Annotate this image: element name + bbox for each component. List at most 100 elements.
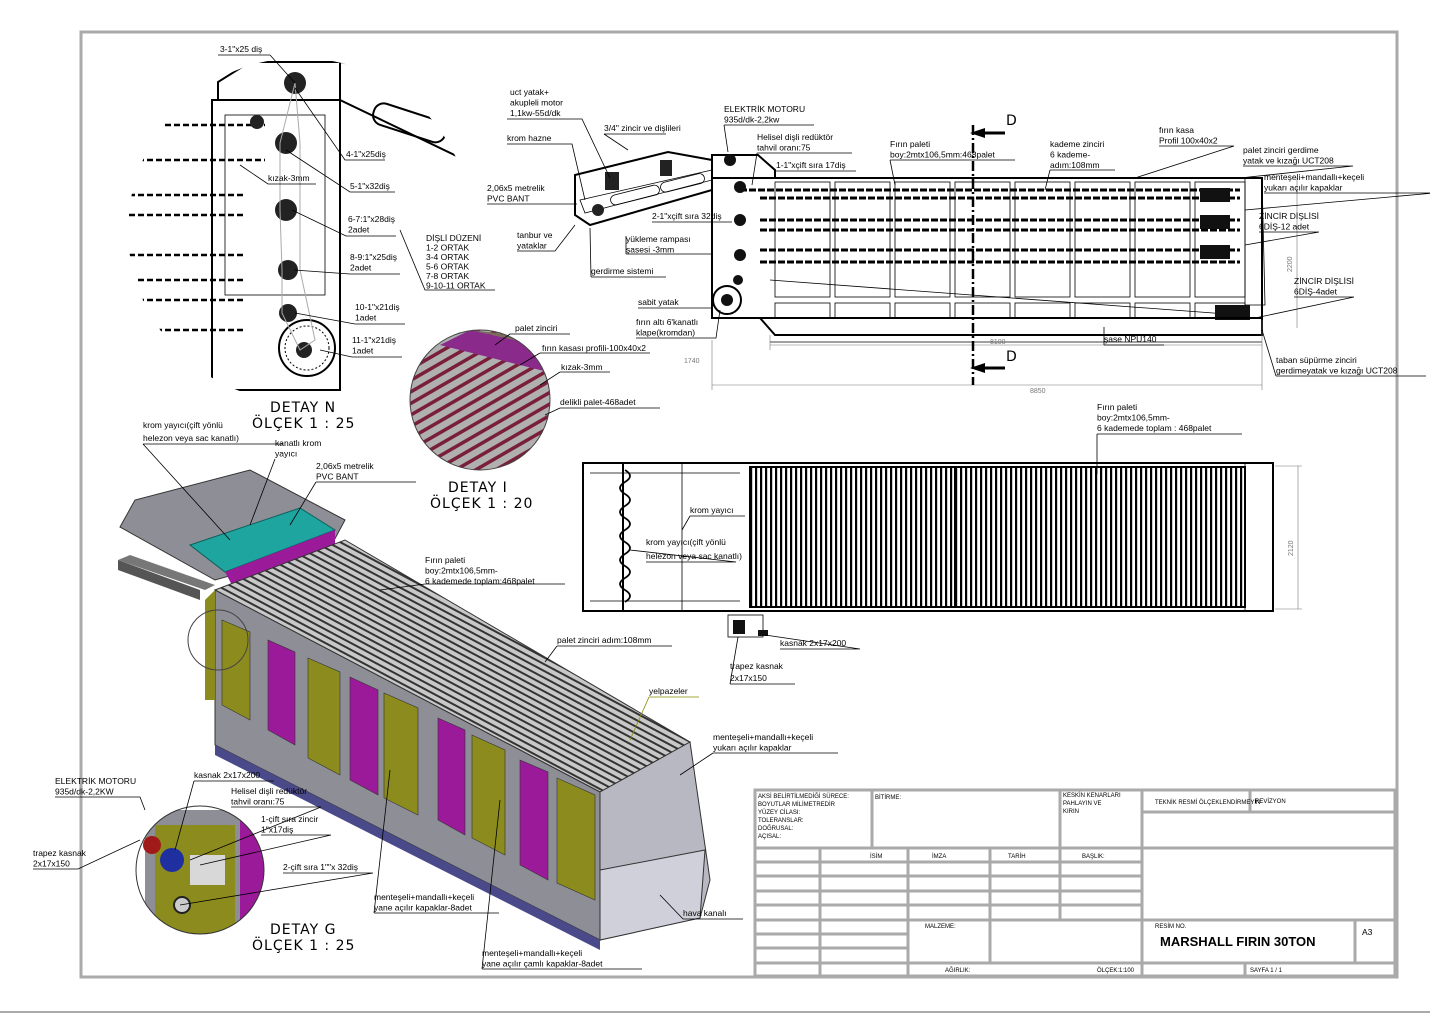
iso-view-kapak-yan-label: yane açılır kapaklar-8adet [374, 903, 472, 913]
side-view-dim-2200-label: 2200 [1287, 256, 1294, 272]
detail-n-g89-label: 2adet [350, 263, 372, 273]
side-view-motor-label: ELEKTRİK MOTORU [724, 104, 805, 114]
detail-g-cift32-label: 2-çift sıra 1""x 32diş [283, 862, 358, 872]
title-block-weight-label: AĞIRLIK: [945, 967, 971, 974]
side-view-drawing [574, 125, 1298, 390]
iso-view-palet-label: 6 kademede toplam:468palet [425, 576, 535, 586]
iso-view-kapak-ust-label: menteşeli+mandallı+keçeli [713, 732, 813, 742]
detail-n-gear-list-label: DİŞLİ DÜZENİ [426, 233, 481, 243]
detail-i-kasa-profili-label: fırın kasası profili-100x40x2 [542, 343, 646, 353]
title-block-notes-label: AKSİ BELİRTİLMEDİĞİ SÜRECE: [758, 793, 849, 800]
detail-i-leaders [494, 333, 660, 416]
detail-i-kizak-label: kızak-3mm [561, 362, 603, 372]
detail-n-gear-list-label: 3-4 ORTAK [426, 252, 469, 262]
side-view-leaders [487, 118, 1430, 377]
detail-n-g10-label: 1adet [355, 313, 377, 323]
plan-view-palet-label: Fırın paleti [1097, 402, 1137, 412]
side-view-motor-label: 935d/dk-2,2kw [724, 115, 780, 125]
iso-view-palet-label: Fırın paleti [425, 555, 465, 565]
title-block-title-label: MARSHALL FIRIN 30TON [1160, 934, 1316, 949]
title-block-headers-3-label: BAŞLIK: [1082, 854, 1105, 860]
title-block-notes-label: YÜZEY CİLASI: [758, 809, 801, 816]
side-view-disli12-label: 6DİŞ-12 adet [1259, 222, 1310, 232]
side-view-kasa-label: Profil 100x40x2 [1159, 136, 1218, 146]
iso-view-leaders [142, 443, 838, 970]
plan-view-trapez-label: 2x17x150 [730, 673, 767, 683]
side-view-palet-label: boy:2mtx106,5mm:468palet [890, 150, 996, 160]
detail-n-g5-label: 5-1"x32diş [350, 181, 390, 191]
side-view-tanbur-label: tanbur ve [517, 230, 553, 240]
detail-n-g67-label: 6-7:1"x28diş [348, 214, 395, 224]
side-view-cift17-label: 1-1"xçift sıra 17diş [776, 160, 846, 170]
detail-g-kasnak-label: kasnak 2x17x200 [194, 770, 260, 780]
title-block-notes-label: TOLERANSLAR: [758, 818, 804, 824]
detail-g-motor-label: 935d/dk-2,2KW [55, 787, 114, 797]
plan-view-drawing [582, 462, 1302, 638]
side-view-dim-1740-label: 1740 [684, 358, 700, 365]
side-view-disli4-label: 6DİŞ-4adet [1294, 287, 1338, 297]
side-view-cift32-label: 2-1"xçift sıra 32diş [652, 211, 722, 221]
side-view-kapak-label: yukarı açılır kapaklar [1264, 183, 1343, 193]
detail-n-drawing [128, 60, 472, 400]
plan-view-trapez-label: trapez kasnak [730, 661, 784, 671]
side-view-sabit-label: sabit yatak [638, 297, 679, 307]
iso-view-kanatli-label: kanatlı krom [275, 438, 321, 448]
title-block-headers-2-label: TARİH [1008, 853, 1026, 860]
detail-n-gear-list-label: 5-6 ORTAK [426, 262, 469, 272]
plan-view-palet-label: boy:2mtx106,5mm- [1097, 413, 1170, 423]
detail-n-g10-label: 10-1"x21diş [355, 302, 400, 312]
side-view-gerdime-label: yatak ve kızağı UCT208 [1243, 156, 1334, 166]
drawing-frame [79, 30, 1399, 979]
detail-n-g89-label: 8-9:1"x25diş [350, 252, 397, 262]
side-view-reduktor-label: tahvil oranı:75 [757, 143, 811, 153]
detail-i-palet-zinciri-label: palet zinciri [515, 323, 558, 333]
detail-g-zincir-label: 1-çift sıra zincir [261, 814, 318, 824]
side-view-klape-label: fırın altı 6'kanatlı [636, 317, 698, 327]
detail-n-scale-label: ÖLÇEK 1 : 25 [252, 414, 355, 432]
detail-n-gear-list-label: 1-2 ORTAK [426, 243, 469, 253]
detail-n-leaders [218, 54, 495, 358]
side-view-disli12-label: ZİNCİR DİŞLİSİ [1259, 211, 1319, 221]
side-view-disli4-label: ZİNCİR DİŞLİSİ [1294, 276, 1354, 286]
title-block-notes-label: DOĞRUSAL: [758, 825, 794, 832]
side-view-kademe-label: 6 kademe- [1050, 150, 1090, 160]
title-block-drawing-no-label: RESİM NO. [1155, 923, 1187, 930]
side-view-kademe-label: adım:108mm [1050, 160, 1100, 170]
side-view-reduktor-label: Helisel dişli redüktör [757, 132, 833, 142]
title-block-finish-label: BİTİRME: [875, 794, 901, 801]
title-block-no-scale-label: TEKNİK RESMİ ÖLÇEKLENDİRMEYİN [1155, 799, 1260, 806]
side-view-kademe-label: kademe zinciri [1050, 139, 1104, 149]
iso-view-kapak-camli-label: yane açılır çamlı kapaklar-8adet [482, 959, 603, 969]
plan-view-dim-2120-label: 2120 [1288, 540, 1295, 556]
detail-g-trapez-label: 2x17x150 [33, 859, 70, 869]
side-view-klape-label: klape(kromdan) [636, 328, 695, 338]
iso-view-yayici-label: helezon veya sac kanatlı) [143, 433, 239, 443]
labels-layer: 3-1"x25 diş4-1"x25diş5-1"x32diş6-7:1"x28… [33, 44, 1398, 974]
detail-i-drawing [409, 329, 551, 471]
title-block-revision-label: REVİZYON [1255, 798, 1286, 805]
iso-view-kanatli-label: yayıcı [275, 449, 297, 459]
side-view-rampa-label: yükleme rampası [626, 234, 691, 244]
iso-view-kapak-yan-label: menteşeli+mandallı+keçeli [374, 892, 474, 902]
side-view-uct-label: akupleli motor [510, 98, 563, 108]
detail-g-scale-label: ÖLÇEK 1 : 25 [252, 936, 355, 954]
iso-view-pvc-label: PVC BANT [316, 472, 359, 482]
detail-g-trapez-label: trapez kasnak [33, 848, 87, 858]
iso-view-kapak-ust-label: yukarı açılır kapaklar [713, 743, 792, 753]
side-view-tanbur-label: yataklar [517, 241, 547, 251]
iso-view-adim-label: palet zinciri adım:108mm [557, 635, 651, 645]
detail-g-leaders [33, 780, 374, 906]
side-view-dim-8100-label: 8100 [990, 339, 1006, 346]
side-view-gerdirme-label: gerdirme sistemi [591, 266, 653, 276]
title-block-headers-1-label: İMZA [932, 853, 946, 860]
title-block-scale-label: ÖLÇEK:1:100 [1097, 967, 1135, 974]
detail-g-zincir-label: 1"x17diş [261, 825, 293, 835]
iso-view-yelpaze-label: yelpazeler [649, 686, 688, 696]
title-block-headers-0-label: İSİM [870, 853, 882, 860]
detail-n-g11-label: 11-1"x21diş [352, 335, 396, 345]
side-view-section-d-label: D [1006, 349, 1018, 365]
plan-view-yayici-label: krom yayıcı [690, 505, 733, 515]
side-view-pvc-label: 2,06x5 metrelik [487, 183, 545, 193]
detail-g-reduktor-label: Helisel dişli redüktör [231, 786, 307, 796]
side-view-pvc-label: PVC BANT [487, 194, 530, 204]
